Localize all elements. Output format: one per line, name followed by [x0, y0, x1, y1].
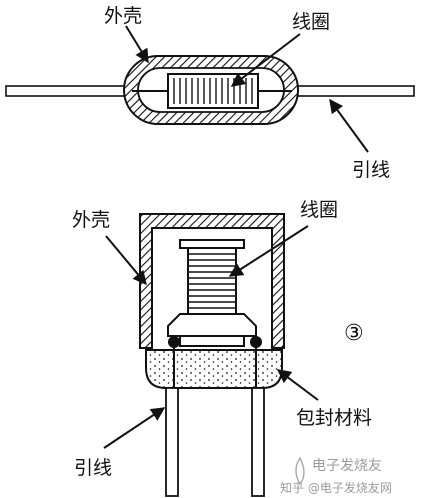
top-coil-arrow: [230, 33, 301, 87]
figure-number: ③: [344, 321, 364, 346]
top-diagram: 外壳 线圈 引线: [5, 5, 415, 181]
bottom-shell-arrow: [105, 235, 147, 286]
watermark-logo-text: 电子发烧友: [312, 458, 382, 474]
bottom-lead-arrow: [103, 407, 166, 449]
top-shell-label: 外壳: [104, 5, 142, 27]
bottom-lead-left: [165, 387, 179, 497]
watermark-logo-icon: 电子发烧友: [295, 456, 382, 486]
top-lead-label: 引线: [352, 159, 390, 181]
bottom-encapsulation: [145, 349, 283, 389]
top-lead-right: [289, 85, 415, 97]
bottom-coil-arrow: [228, 225, 309, 277]
top-lead-arrow: [329, 98, 369, 153]
watermark-text: 知乎 @电子发烧友网: [280, 480, 392, 495]
top-shell-arrow: [125, 25, 149, 64]
bottom-coil-label: 线圈: [300, 199, 338, 221]
bottom-diagram: 外壳 线圈 ③ 包封材料 引线: [72, 199, 372, 497]
bottom-shell: [139, 213, 285, 349]
top-coil-label: 线圈: [292, 11, 330, 33]
bottom-encap-label: 包封材料: [296, 407, 372, 429]
bottom-shell-label: 外壳: [72, 209, 110, 231]
watermark: 电子发烧友 知乎 @电子发烧友网: [280, 456, 392, 495]
bottom-coil: [187, 247, 237, 315]
top-lead-left: [5, 85, 133, 97]
top-coil: [167, 73, 259, 109]
bottom-lead-right: [251, 387, 265, 497]
bottom-encap-arrow: [276, 369, 319, 401]
bottom-lead-label: 引线: [74, 457, 112, 479]
